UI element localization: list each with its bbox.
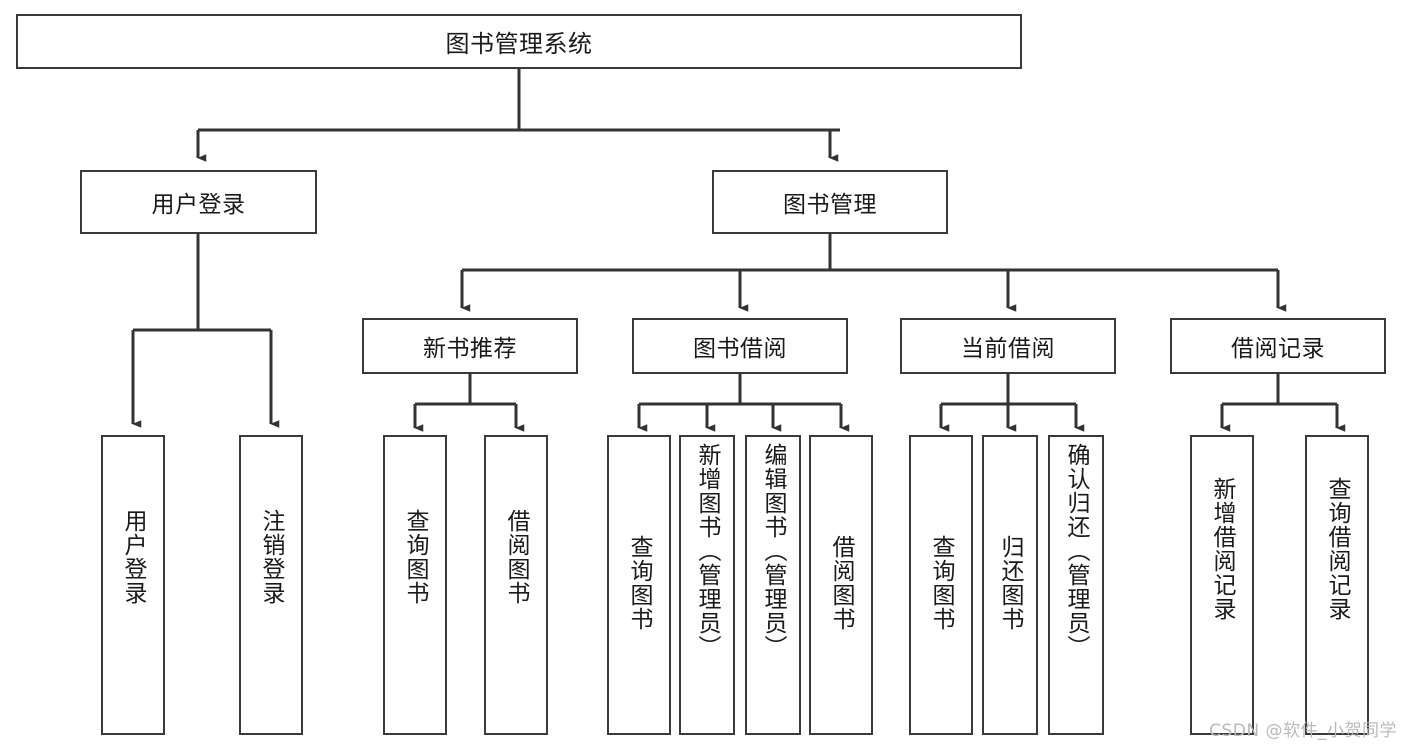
leaf-add-book[interactable]: 新增图书（管理员） — [679, 435, 735, 735]
leaf-query-book-3[interactable]: 查询图书 — [909, 435, 973, 735]
leaf-confirm-return-label: 确认归还（管理员） — [1063, 443, 1090, 659]
leaf-query-book-2-label: 查询图书 — [626, 535, 653, 631]
leaf-add-record[interactable]: 新增借阅记录 — [1190, 435, 1254, 735]
node-current-borrow[interactable]: 当前借阅 — [900, 318, 1116, 374]
leaf-add-record-label: 新增借阅记录 — [1209, 477, 1236, 621]
node-user-login[interactable]: 用户登录 — [80, 170, 317, 234]
leaf-query-book-1[interactable]: 查询图书 — [383, 435, 447, 735]
node-new-book-recommend-label: 新书推荐 — [423, 336, 517, 362]
leaf-return-book[interactable]: 归还图书 — [982, 435, 1038, 735]
node-root-label: 图书管理系统 — [445, 30, 593, 58]
leaf-query-book-1-label: 查询图书 — [402, 509, 429, 605]
leaf-add-book-label: 新增图书（管理员） — [694, 443, 721, 659]
node-new-book-recommend[interactable]: 新书推荐 — [362, 318, 578, 374]
node-root[interactable]: 图书管理系统 — [16, 14, 1022, 69]
node-current-borrow-label: 当前借阅 — [961, 336, 1055, 362]
leaf-query-record[interactable]: 查询借阅记录 — [1305, 435, 1369, 735]
leaf-return-book-label: 归还图书 — [997, 535, 1024, 631]
node-book-borrow[interactable]: 图书借阅 — [632, 318, 848, 374]
node-book-management[interactable]: 图书管理 — [712, 170, 948, 234]
node-book-management-label: 图书管理 — [783, 192, 877, 218]
node-book-borrow-label: 图书借阅 — [693, 336, 787, 362]
leaf-user-login-label: 用户登录 — [120, 509, 147, 605]
leaf-query-record-label: 查询借阅记录 — [1324, 477, 1351, 621]
node-borrow-record-label: 借阅记录 — [1231, 336, 1325, 362]
leaf-borrow-book-1[interactable]: 借阅图书 — [484, 435, 548, 735]
leaf-query-book-2[interactable]: 查询图书 — [607, 435, 671, 735]
leaf-user-logout[interactable]: 注销登录 — [239, 435, 303, 735]
node-user-login-label: 用户登录 — [151, 192, 246, 218]
leaf-edit-book[interactable]: 编辑图书（管理员） — [745, 435, 801, 735]
leaf-confirm-return[interactable]: 确认归还（管理员） — [1048, 435, 1104, 735]
leaf-user-login[interactable]: 用户登录 — [101, 435, 165, 735]
leaf-borrow-book-2-label: 借阅图书 — [828, 535, 855, 631]
leaf-edit-book-label: 编辑图书（管理员） — [760, 443, 787, 659]
leaf-borrow-book-1-label: 借阅图书 — [503, 509, 530, 605]
leaf-borrow-book-2[interactable]: 借阅图书 — [809, 435, 873, 735]
node-borrow-record[interactable]: 借阅记录 — [1170, 318, 1386, 374]
leaf-user-logout-label: 注销登录 — [258, 509, 285, 605]
leaf-query-book-3-label: 查询图书 — [928, 535, 955, 631]
watermark: CSDN @软件_小贺同学 — [1209, 721, 1397, 741]
